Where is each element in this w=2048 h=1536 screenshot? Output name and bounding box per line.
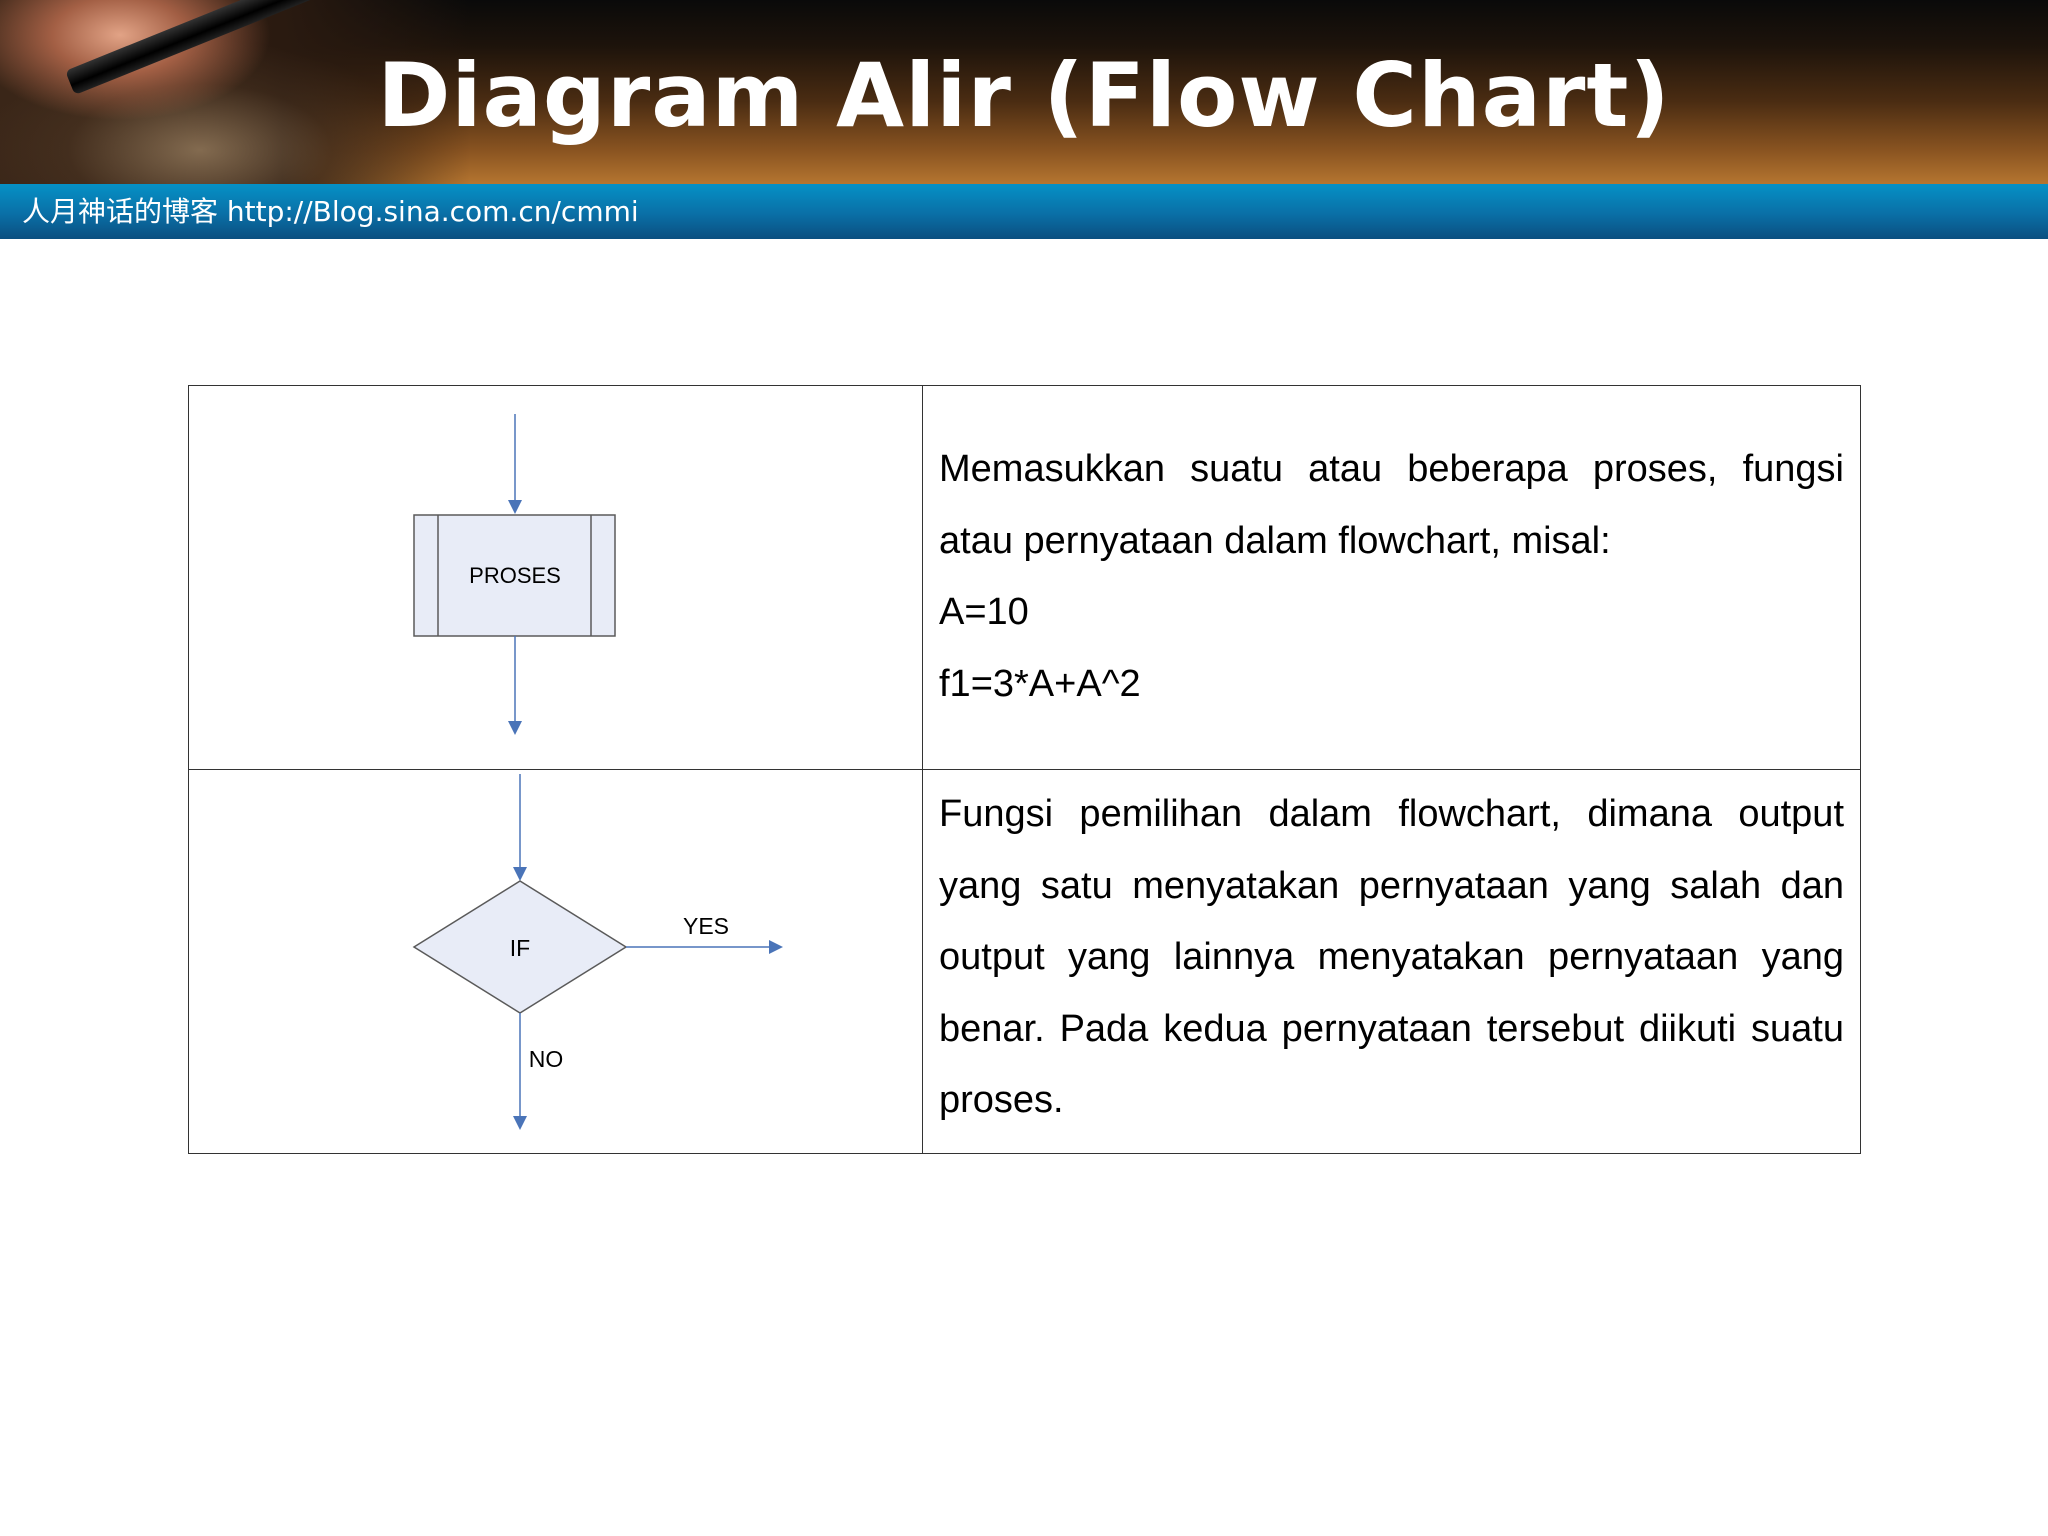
no-arrow-head-icon (513, 1116, 527, 1130)
process-description-cell: Memasukkan suatu atau beberapa proses, f… (922, 385, 1861, 770)
decision-arrow-in-head-icon (513, 867, 527, 881)
process-description-text: Memasukkan suatu atau beberapa proses, f… (939, 448, 1844, 562)
yes-label: YES (683, 913, 729, 939)
table-row-process: PROSES Memasukkan suatu atau beberapa pr… (188, 385, 1861, 770)
process-example-1: A=10 (939, 591, 1029, 633)
no-label: NO (529, 1046, 564, 1072)
process-symbol-cell: PROSES (188, 385, 923, 770)
slide-title: Diagram Alir (Flow Chart) (377, 44, 1671, 147)
table-row-decision: IF YES NO Fungsi pemilihan dalam flowcha… (188, 769, 1861, 1154)
decision-symbol-diagram: IF YES NO (412, 774, 783, 1130)
process-symbol-diagram: PROSES (413, 414, 616, 735)
process-description: Memasukkan suatu atau beberapa proses, f… (923, 386, 1860, 720)
flowchart-symbol-table: PROSES Memasukkan suatu atau beberapa pr… (188, 385, 1861, 1154)
process-example-2: f1=3*A+A^2 (939, 662, 1141, 705)
arrow-out-head-icon (508, 721, 522, 735)
decision-description-cell: Fungsi pemilihan dalam flowchart, dimana… (922, 769, 1861, 1154)
decision-symbol-cell: IF YES NO (188, 769, 923, 1154)
blog-bar (0, 184, 2048, 239)
blog-url-text: 人月神话的博客 http://Blog.sina.com.cn/cmmi (22, 195, 639, 228)
arrow-in-head-icon (508, 500, 522, 514)
yes-arrow-head-icon (769, 940, 783, 954)
decision-label: IF (510, 935, 530, 961)
decision-description: Fungsi pemilihan dalam flowchart, dimana… (939, 793, 1844, 1121)
process-label: PROSES (469, 563, 561, 588)
slide-header: Diagram Alir (Flow Chart) (0, 0, 2048, 184)
header-photo-hand-pen (0, 0, 470, 184)
